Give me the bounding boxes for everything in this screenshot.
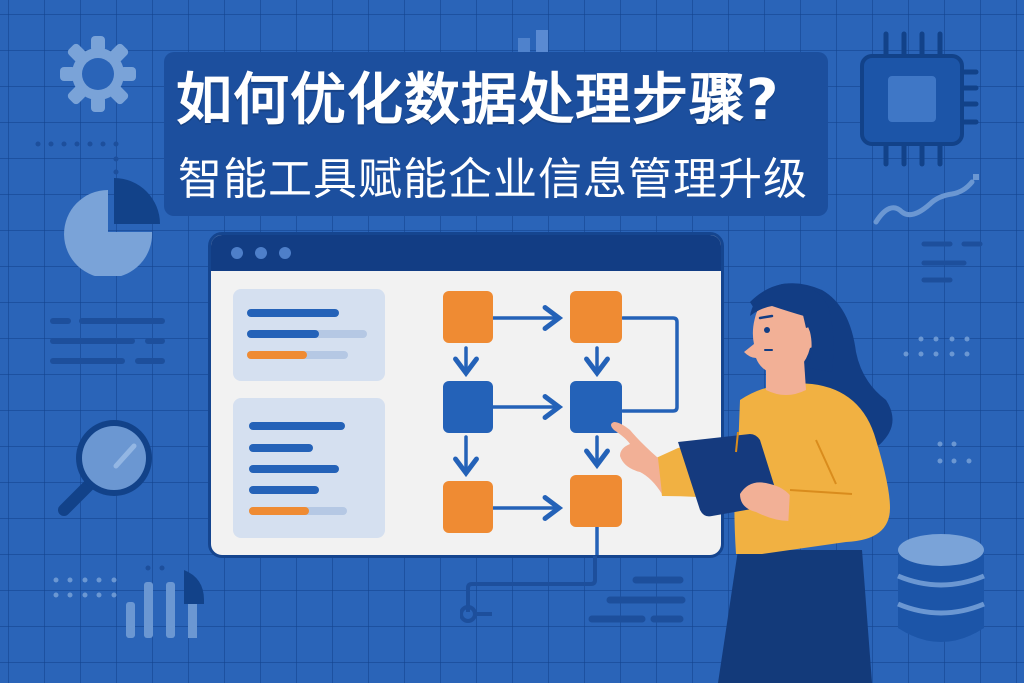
- line-chart-icon: [872, 170, 982, 230]
- flow-node: [570, 291, 622, 343]
- dotted-connector: [34, 140, 124, 180]
- window-control-dot[interactable]: [279, 247, 291, 259]
- flow-node: [443, 291, 493, 343]
- decorative-dots-right: [902, 334, 982, 364]
- flowchart: [443, 291, 679, 555]
- progress-fill-orange: [247, 351, 307, 359]
- decorative-dots-left: [52, 576, 122, 600]
- person-illustration: [600, 272, 920, 683]
- text-line: [249, 444, 313, 452]
- info-card-2: [233, 398, 385, 538]
- text-line: [249, 486, 319, 494]
- window-control-dot[interactable]: [255, 247, 267, 259]
- progress-fill-orange: [249, 507, 309, 515]
- flow-node: [443, 381, 493, 433]
- text-line: [249, 465, 339, 473]
- decorative-text-lines-right: [920, 240, 990, 286]
- title-panel: [164, 52, 828, 216]
- decorative-text-lines-left: [50, 318, 170, 378]
- bar-chart-icon: [124, 560, 208, 640]
- decorative-text-lines-bottom: [588, 576, 688, 626]
- page-title: 如何优化数据处理步骤?: [176, 68, 780, 133]
- flow-node: [443, 481, 493, 533]
- magnifier-icon: [50, 414, 160, 524]
- pie-chart-icon: [64, 176, 164, 276]
- gear-icon: [56, 34, 140, 114]
- progress-fill: [247, 330, 319, 338]
- flow-node: [570, 475, 622, 527]
- database-icon: [896, 532, 986, 648]
- page-subtitle: 智能工具赋能企业信息管理升级: [178, 154, 808, 205]
- text-line: [247, 309, 339, 317]
- app-window: [208, 232, 724, 558]
- text-line: [249, 422, 345, 430]
- window-control-dot[interactable]: [231, 247, 243, 259]
- decorative-dots-right-2: [936, 440, 976, 470]
- top-bar-chart-icon: [516, 30, 556, 56]
- chip-icon: [852, 30, 982, 170]
- info-card-1: [233, 289, 385, 381]
- connector-line: [460, 556, 600, 626]
- flow-node: [570, 381, 622, 433]
- window-titlebar: [211, 235, 721, 271]
